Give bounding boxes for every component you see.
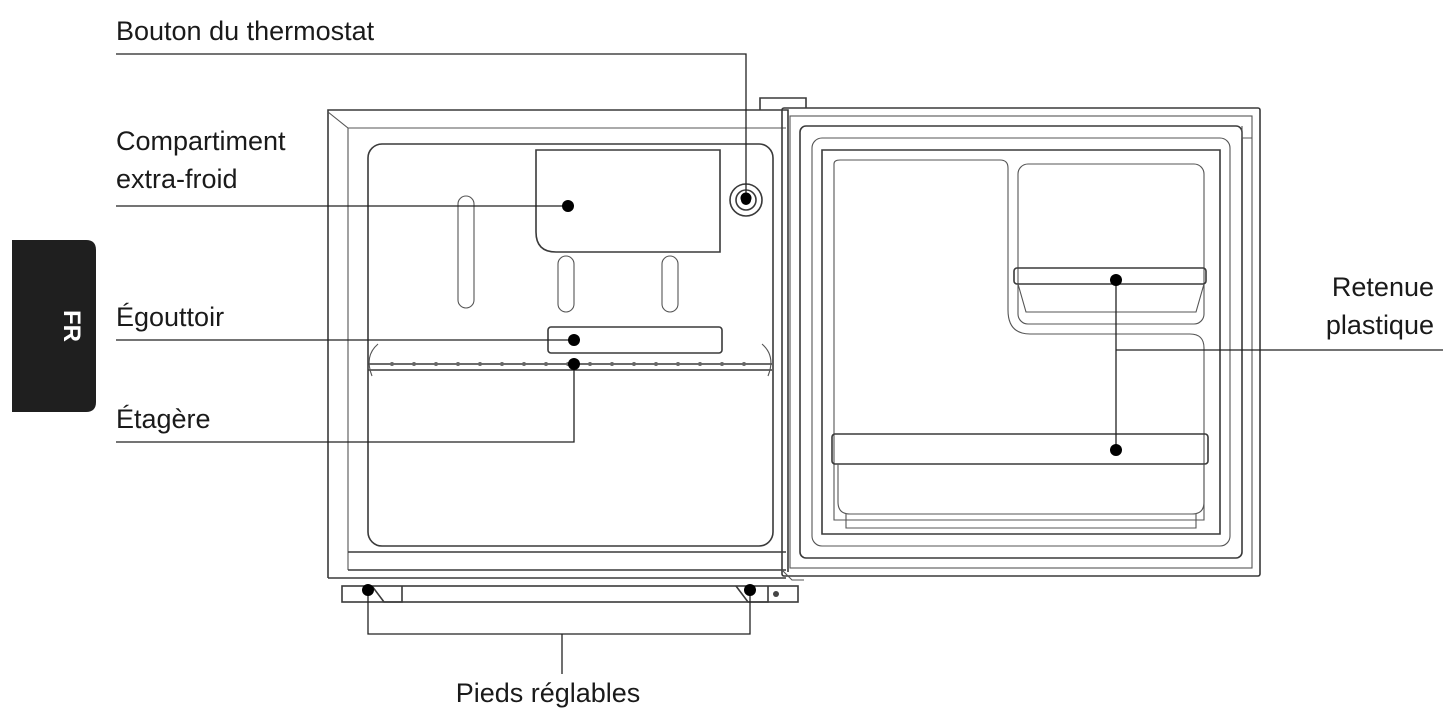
freezer-compartment [535,149,721,253]
shelf-leader [116,358,580,443]
label-thermostat: Bouton du thermostat [116,16,375,46]
compartment-leader [116,200,574,212]
fridge-door [781,107,1261,581]
label-feet: Pieds réglables [456,678,641,708]
thermostat-leader [116,53,752,204]
retainer-leader [1110,274,1443,456]
language-tab-label: FR [58,310,85,342]
feet-leader [362,584,756,674]
language-tab-bg [12,240,96,412]
label-shelf: Étagère [116,404,211,434]
label-compartment-line1: Compartiment [116,126,286,156]
drip-tray-leader [116,334,580,346]
label-compartment-line2: extra-froid [116,164,238,194]
label-retainer-line2: plastique [1326,310,1434,340]
language-tab: FR [12,240,96,412]
fridge-cabinet [327,97,807,603]
label-drip-tray: Égouttoir [116,302,224,332]
back-wall-ribs [457,195,679,313]
label-retainer-line1: Retenue [1332,272,1434,302]
